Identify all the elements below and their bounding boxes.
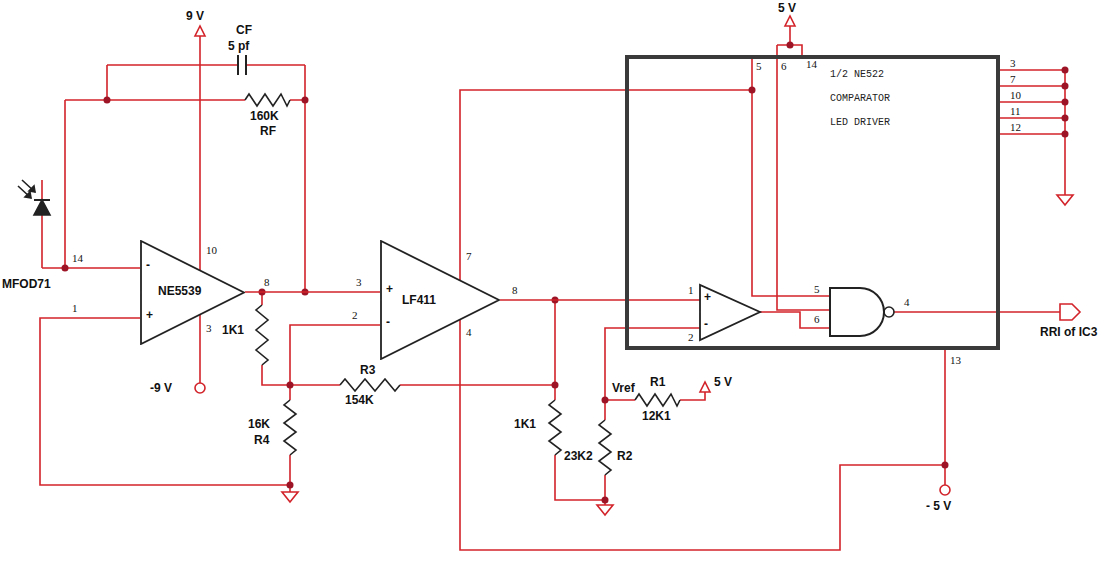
signal-wire (245, 291, 380, 293)
component-label: - (146, 259, 150, 272)
pin-number: 6 (814, 313, 820, 326)
part-number: NE5539 (158, 284, 263, 298)
component-label: 23K2 (564, 450, 593, 463)
pin-number: 3 (1010, 57, 1016, 70)
component-label: Vref (612, 382, 635, 395)
component-label: R3 (360, 364, 375, 377)
pin-number: 14 (806, 58, 817, 71)
pin-number: 7 (1010, 73, 1016, 86)
pin-number: 3 (356, 276, 362, 289)
component-label: 5 pf (228, 40, 249, 53)
component-label: 5 V (714, 376, 732, 389)
pin-number: 4 (466, 326, 472, 339)
pin-number: 7 (466, 250, 472, 263)
pin-number: 14 (72, 252, 83, 265)
pin-number: 5 (756, 60, 762, 73)
pin-number: 13 (950, 354, 961, 367)
signal-wire (500, 299, 625, 301)
pin-number: 1 (72, 302, 78, 315)
component-label: + (146, 309, 153, 322)
component-label: RRI of IC3 (1040, 326, 1097, 339)
pin-number: 4 (904, 296, 910, 309)
pin-number: 3 (206, 322, 212, 335)
component-label: 12K1 (642, 410, 671, 423)
component-label: - 5 V (926, 500, 951, 513)
component-label: MFOD71 (2, 278, 51, 291)
component-label: - (386, 316, 390, 329)
component-label: -9 V (150, 382, 172, 395)
component-label: 1K1 (222, 324, 244, 337)
component-label: 160K (250, 110, 279, 123)
pin-number: 2 (352, 309, 358, 322)
opamp-symbol: LF411 (380, 240, 500, 360)
pin-number: 6 (781, 60, 787, 73)
component-label: + (704, 291, 711, 304)
pin-number: 5 (814, 283, 820, 296)
ic-description: 1/2 NE522 COMPARATOR LED DRIVER (830, 63, 896, 135)
component-label: R4 (254, 434, 269, 447)
component-label: 154K (345, 394, 374, 407)
component-label: 1K1 (514, 418, 536, 431)
component-label: - (704, 318, 708, 331)
component-label: R1 (650, 376, 665, 389)
part-number: LF411 (402, 293, 522, 307)
pin-number: 10 (1010, 89, 1021, 102)
pin-number: 8 (512, 284, 518, 297)
component-label: 9 V (186, 10, 204, 23)
pin-number: 1 (688, 284, 694, 297)
component-label: 5 V (778, 2, 796, 15)
component-label: + (386, 283, 393, 296)
pin-number: 12 (1010, 121, 1021, 134)
pin-number: 2 (688, 331, 694, 344)
component-label: 16K (248, 418, 270, 431)
triangle-outline (380, 240, 500, 360)
component-label: CF (236, 24, 252, 37)
ic-package-box: 1/2 NE522 COMPARATOR LED DRIVER (625, 55, 1000, 350)
pin-number: 10 (206, 244, 217, 257)
pin-number: 11 (1010, 105, 1021, 118)
pin-number: 8 (264, 276, 270, 289)
component-label: RF (260, 125, 276, 138)
component-label: R2 (617, 450, 632, 463)
